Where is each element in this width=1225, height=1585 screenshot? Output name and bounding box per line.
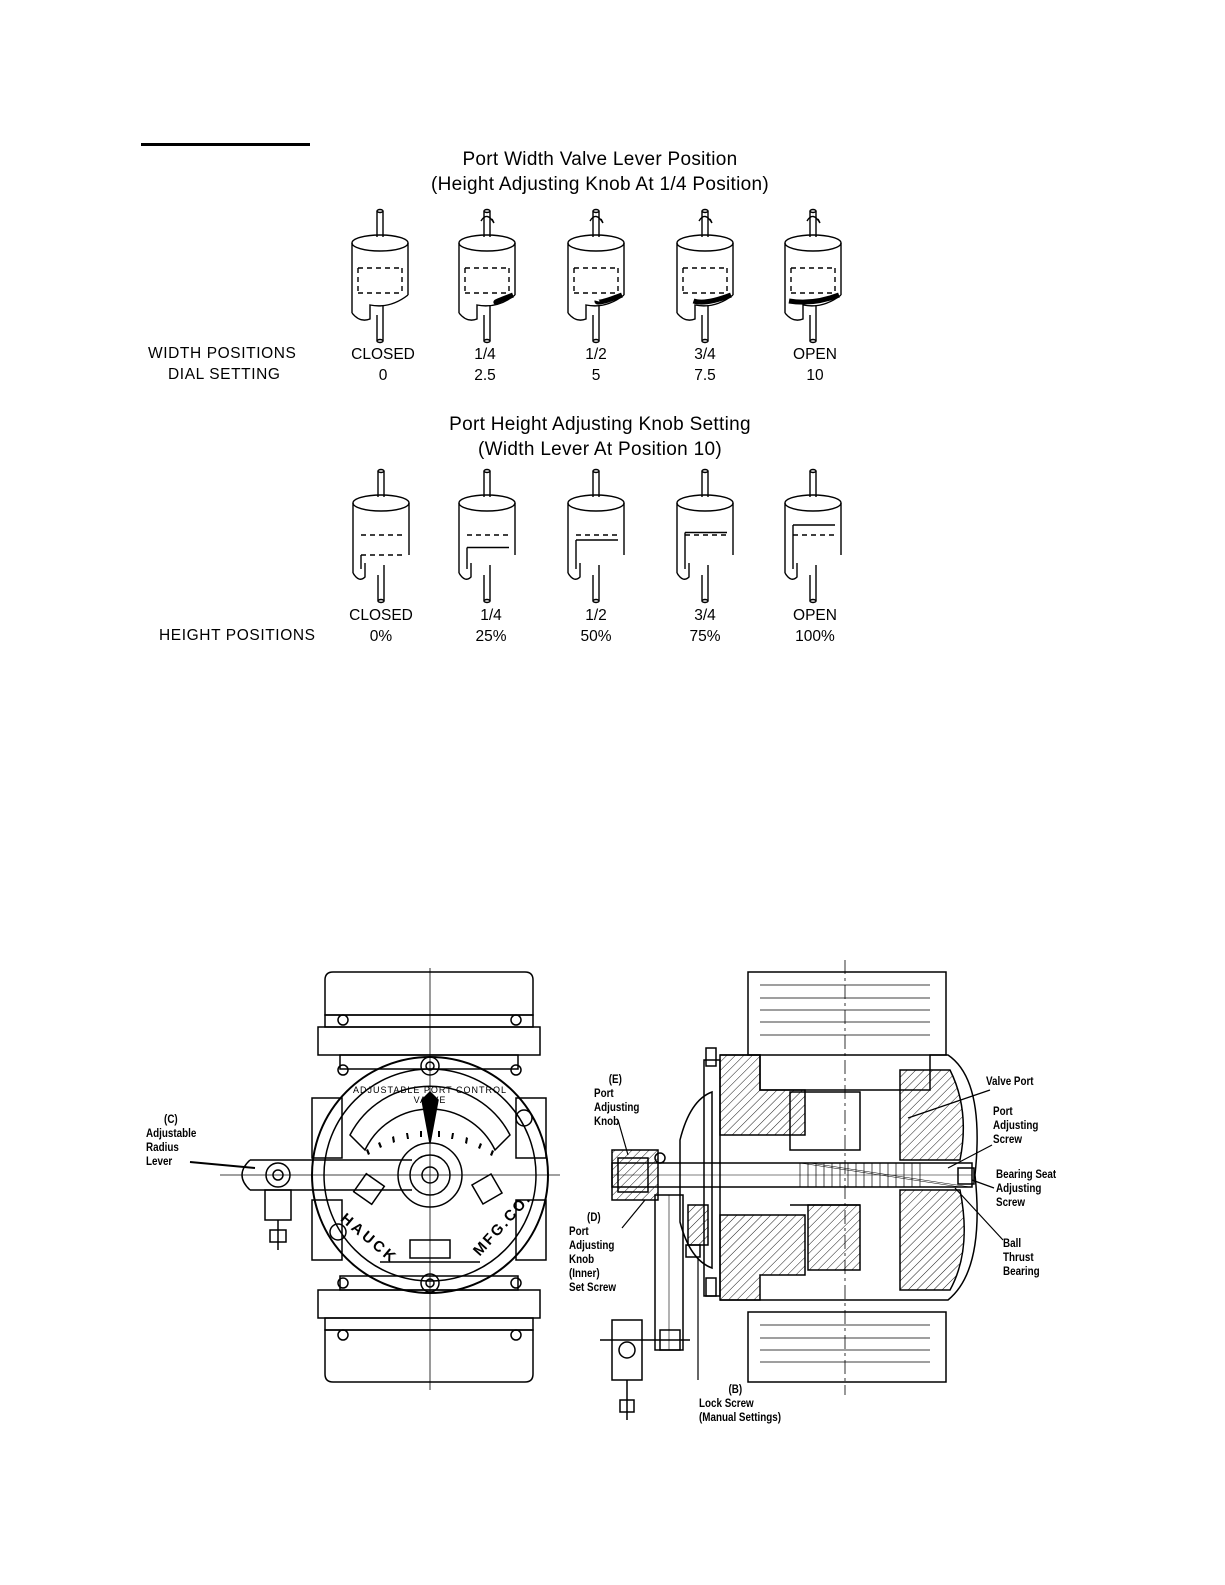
callout-c-letter: (C): [164, 1112, 178, 1126]
callout-c-line1: Adjustable: [146, 1126, 197, 1140]
height-percent-0: 0%: [369, 628, 393, 645]
callout-e-line2: Adjusting: [594, 1100, 640, 1114]
height-position-half: 1/2: [585, 607, 607, 624]
height-cylinder-1: [458, 468, 516, 604]
callout-c-line2: Radius: [146, 1140, 179, 1154]
width-cylinder-3: [676, 208, 734, 344]
width-cylinder-2: [567, 208, 625, 344]
dial-setting-2-5: 2.5: [474, 367, 496, 384]
dial-arc-text: ADJUSTABLE PORT CONTROL VALVE: [352, 1085, 508, 1105]
width-position-closed: CLOSED: [351, 346, 415, 363]
callout-d-set-screw: (D) Port Adjusting Knob (Inner) Set Scre…: [569, 1210, 616, 1294]
callout-d-line4: (Inner): [569, 1266, 600, 1280]
callout-c-line3: Lever: [146, 1154, 173, 1168]
width-position-half: 1/2: [585, 346, 607, 363]
maker-name-left: HAUCK: [337, 1210, 401, 1268]
height-title-line2: (Width Lever At Position 10): [478, 439, 722, 460]
callout-ball-thrust-bearing: Ball Thrust Bearing: [1003, 1236, 1040, 1278]
dial-setting-label: DIAL SETTING: [168, 366, 281, 383]
callout-d-letter: (D): [587, 1210, 601, 1224]
height-position-three-quarter: 3/4: [694, 607, 716, 624]
header-rule: [141, 143, 310, 146]
port-screw-line3: Screw: [993, 1132, 1022, 1146]
width-positions-label: WIDTH POSITIONS: [148, 345, 297, 362]
height-percent-50: 50%: [580, 628, 612, 645]
height-positions-label: HEIGHT POSITIONS: [159, 627, 316, 644]
callout-b-lock-screw: (B) Lock Screw (Manual Settings): [699, 1382, 781, 1424]
callout-c-adjustable-radius-lever: (C) Adjustable Radius Lever: [146, 1112, 196, 1168]
callout-d-line1: Port: [569, 1224, 589, 1238]
dial-setting-10: 10: [806, 367, 824, 384]
callout-e-line1: Port: [594, 1086, 614, 1100]
ball-thrust-line3: Bearing: [1003, 1264, 1040, 1278]
width-title-line1: Port Width Valve Lever Position: [462, 149, 738, 170]
width-cylinder-0: [351, 208, 409, 344]
dial-setting-5: 5: [591, 367, 601, 384]
width-position-open: OPEN: [793, 346, 837, 363]
callout-d-line2: Adjusting: [569, 1238, 615, 1252]
height-position-closed: CLOSED: [349, 607, 413, 624]
height-title-line1: Port Height Adjusting Knob Setting: [449, 414, 751, 435]
height-percent-25: 25%: [475, 628, 507, 645]
port-screw-line2: Adjusting: [993, 1118, 1039, 1132]
height-percent-100: 100%: [795, 628, 835, 645]
callout-e-letter: (E): [608, 1072, 622, 1086]
width-position-three-quarter: 3/4: [694, 346, 716, 363]
port-screw-line1: Port: [993, 1104, 1013, 1118]
dial-setting-0: 0: [378, 367, 388, 384]
height-position-open: OPEN: [793, 607, 837, 624]
callout-d-line5: Set Screw: [569, 1280, 617, 1294]
ball-thrust-line1: Ball: [1003, 1236, 1022, 1250]
callout-e-port-adjusting-knob: (E) Port Adjusting Knob: [594, 1072, 639, 1128]
callout-b-line2: (Manual Settings): [699, 1410, 782, 1424]
callout-bearing-seat-adjusting-screw: Bearing Seat Adjusting Screw: [996, 1167, 1056, 1209]
height-cylinder-4: [784, 468, 842, 604]
width-cylinder-1: [458, 208, 516, 344]
height-cylinder-0: [352, 468, 410, 604]
bearing-seat-line3: Screw: [996, 1195, 1025, 1209]
bearing-seat-line1: Bearing Seat: [996, 1167, 1057, 1181]
ball-thrust-line2: Thrust: [1003, 1250, 1034, 1264]
callout-d-line3: Knob: [569, 1252, 595, 1266]
height-position-quarter: 1/4: [480, 607, 502, 624]
height-cylinder-2: [567, 468, 625, 604]
callout-b-letter: (B): [728, 1382, 743, 1396]
height-percent-75: 75%: [689, 628, 721, 645]
width-cylinder-4: [784, 208, 842, 344]
callout-e-line3: Knob: [594, 1114, 620, 1128]
bearing-seat-line2: Adjusting: [996, 1181, 1042, 1195]
width-title-line2: (Height Adjusting Knob At 1/4 Position): [430, 174, 770, 195]
callout-b-line1: Lock Screw: [699, 1396, 754, 1410]
callout-valve-port: Valve Port: [986, 1074, 1034, 1088]
height-cylinder-3: [676, 468, 734, 604]
width-position-quarter: 1/4: [474, 346, 496, 363]
maker-name-right: MFG.CO.: [470, 1189, 535, 1260]
dial-setting-7-5: 7.5: [694, 367, 716, 384]
callout-port-adjusting-screw: Port Adjusting Screw: [993, 1104, 1038, 1146]
